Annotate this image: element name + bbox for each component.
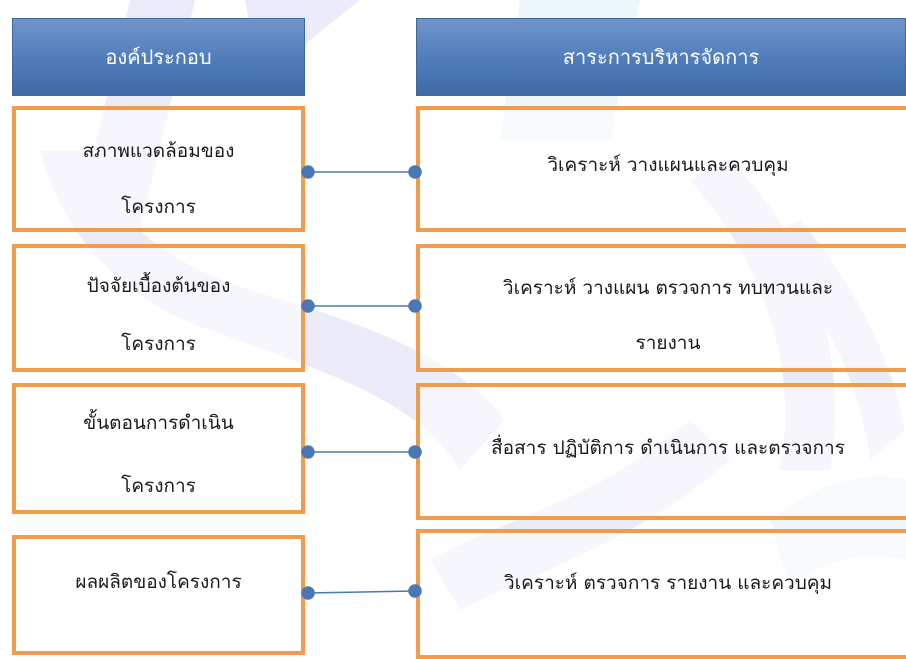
header-components-label: องค์ประกอบ [105, 45, 212, 69]
header-components: องค์ประกอบ [12, 18, 305, 96]
management-box-3: สื่อสาร ปฏิบัติการ ดำเนินการ และตรวจการ [416, 383, 906, 520]
component-box-inputs: ปัจจัยเบื้องต้นของ โครงการ [12, 244, 305, 372]
management-text: สื่อสาร ปฏิบัติการ ดำเนินการ และตรวจการ [491, 437, 845, 459]
component-text: ขั้นตอนการดำเนิน [83, 412, 234, 434]
component-text: ปัจจัยเบื้องต้นของ [86, 275, 231, 297]
management-text: วิเคราะห์ วางแผนและควบคุม [547, 154, 789, 176]
component-text: ผลผลิตของโครงการ [75, 571, 242, 593]
management-text: วิเคราะห์ ตรวจการ รายงาน และควบคุม [503, 572, 833, 594]
component-box-process: ขั้นตอนการดำเนิน โครงการ [12, 383, 305, 514]
component-text: โครงการ [121, 333, 196, 355]
header-management-label: สาระการบริหารจัดการ [562, 45, 760, 69]
header-management: สาระการบริหารจัดการ [416, 18, 906, 96]
management-box-4: วิเคราะห์ ตรวจการ รายงาน และควบคุม [416, 529, 906, 659]
component-box-outputs: ผลผลิตของโครงการ [12, 535, 305, 655]
management-text: รายงาน [635, 332, 701, 354]
component-text: โครงการ [121, 475, 196, 497]
component-text: สภาพแวดล้อมของ [82, 140, 235, 162]
component-box-environment: สภาพแวดล้อมของ โครงการ [12, 106, 305, 232]
management-box-1: วิเคราะห์ วางแผนและควบคุม [416, 106, 906, 232]
management-box-2: วิเคราะห์ วางแผน ตรวจการ ทบทวนและ รายงาน [416, 244, 906, 372]
component-text: โครงการ [121, 196, 196, 218]
management-text: วิเคราะห์ วางแผน ตรวจการ ทบทวนและ [502, 277, 834, 299]
